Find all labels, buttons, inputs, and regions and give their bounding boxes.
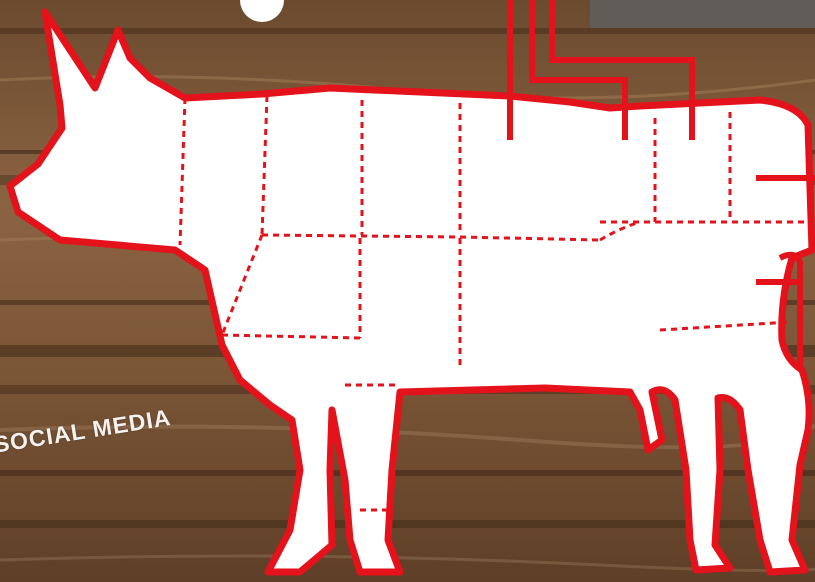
top-panel — [590, 0, 815, 28]
